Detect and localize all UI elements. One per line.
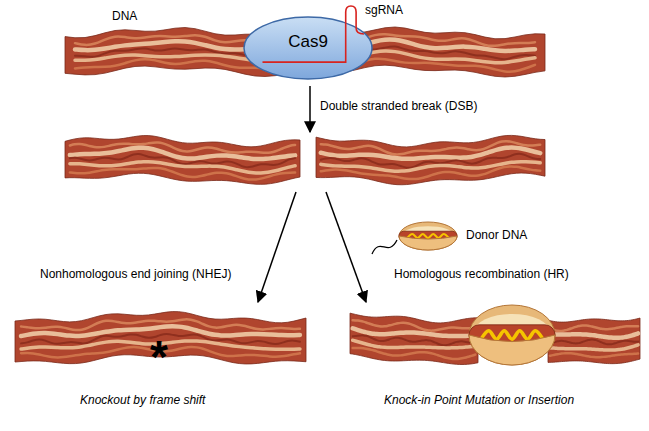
bacon-meat [65,136,300,185]
bacon-fat-streak [353,340,476,348]
bacon-fat-streak [550,333,638,337]
mustard [407,234,449,238]
outcome-caption: Knockout by frame shift [80,394,205,408]
label-text: * [150,331,168,383]
bacon-fat-streak [550,353,638,357]
pathway-label: Nonhomologous end joining (NHEJ) [40,268,231,282]
bacon-fat-streak [353,328,476,336]
bacon-fat-streak [353,348,476,359]
label-text: Double stranded break (DSB) [320,99,477,113]
hotdog-picture [469,305,555,365]
bun-front [399,236,457,250]
bun-back [469,305,555,365]
bacon-strip [350,313,478,364]
label-text: Knock-in Point Mutation or Insertion [384,393,574,407]
hotdog-picture [399,222,457,250]
bacon-meat [350,313,478,364]
rna-label: sgRNA [365,4,403,18]
donor-label: Donor DNA [466,229,527,243]
molecule-label: DNA [112,10,137,24]
label-text: DNA [112,9,137,23]
flow-arrow [326,192,366,302]
bacon-meat [548,318,640,364]
mustard [481,331,543,339]
outcome-caption: Knock-in Point Mutation or Insertion [384,394,574,408]
bacon-fat-streak [550,325,638,331]
label-text: Nonhomologous end joining (NHEJ) [40,267,231,281]
donor-squiggle [372,240,397,254]
bacon-fat-streak [550,345,638,350]
label-text: Knockout by frame shift [80,393,205,407]
label-text: Homologous recombination (HR) [394,267,569,281]
bacon-strip [548,318,640,364]
flow-arrow [309,86,311,132]
bacon-strip [316,135,545,184]
bacon-meat [316,135,545,184]
bacon-fat-streak [321,166,540,179]
mutation-mark: * [150,334,168,380]
step-label: Double stranded break (DSB) [320,100,477,114]
bun-front [469,335,555,365]
label-text: sgRNA [365,3,403,17]
label-text: Donor DNA [466,228,527,242]
bacon-strip [65,136,300,185]
flow-arrow [258,192,296,302]
enzyme-ellipse: Cas9 [243,16,373,80]
bacon-fat-streak [550,340,638,345]
bacon-fat-streak [353,320,476,330]
enzyme-outline [244,17,372,79]
pathway-label: Homologous recombination (HR) [394,268,569,282]
bacon-fat-streak [70,168,295,180]
enzyme-label: Cas9 [288,32,328,64]
bun-back [399,222,457,250]
